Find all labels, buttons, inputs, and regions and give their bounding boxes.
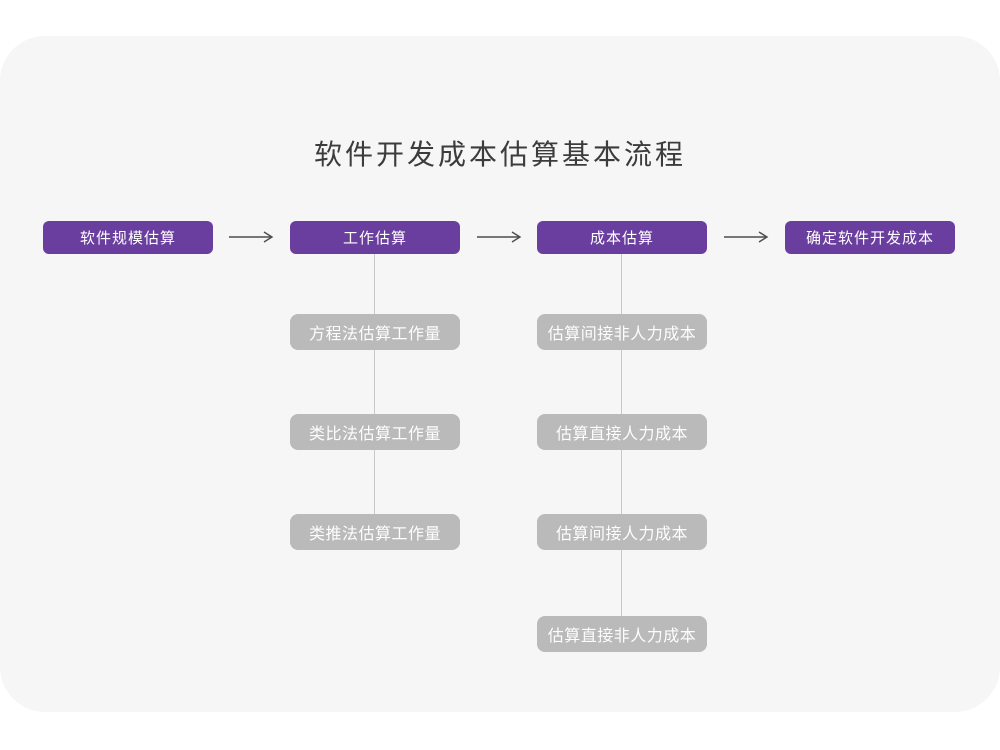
work-method-node: 方程法估算工作量 <box>290 314 460 350</box>
arrow-right-icon <box>477 231 522 243</box>
work-method-node: 类比法估算工作量 <box>290 414 460 450</box>
cost-method-node: 估算间接人力成本 <box>537 514 707 550</box>
flow-node-software-size-estimation: 软件规模估算 <box>43 221 213 254</box>
flow-node-work-estimation: 工作估算 <box>290 221 460 254</box>
connector-line <box>374 254 375 532</box>
cost-method-node: 估算间接非人力成本 <box>537 314 707 350</box>
flow-node-determine-dev-cost: 确定软件开发成本 <box>785 221 955 254</box>
diagram-title: 软件开发成本估算基本流程 <box>313 139 686 170</box>
arrow-right-icon <box>724 231 769 243</box>
cost-method-node: 估算直接人力成本 <box>537 414 707 450</box>
arrow-right-icon <box>229 231 274 243</box>
diagram-card: 软件开发成本估算基本流程 软件规模估算 工作估算 成本估算 确定软件开发成本 方… <box>0 36 1000 712</box>
flow-node-cost-estimation: 成本估算 <box>537 221 707 254</box>
work-method-node: 类推法估算工作量 <box>290 514 460 550</box>
cost-method-node: 估算直接非人力成本 <box>537 616 707 652</box>
